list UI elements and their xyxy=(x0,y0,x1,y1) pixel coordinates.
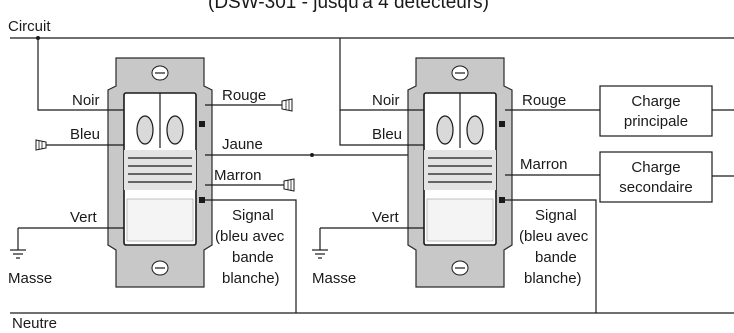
sensor-right-lower-panel xyxy=(426,198,494,242)
left-signal-line-1: Signal xyxy=(232,207,274,224)
sensor-right-button-left xyxy=(436,115,454,145)
load-primary-line-2: principale xyxy=(624,113,688,130)
right-signal-line-4: blanche) xyxy=(524,270,582,287)
right-bleu-label: Bleu xyxy=(372,126,402,143)
ground-icon xyxy=(312,249,328,259)
wire-nut-icon xyxy=(281,98,293,112)
ground-icon xyxy=(10,249,26,259)
sensor-right-terminal-bottom xyxy=(499,197,505,203)
sensor-left-button-right xyxy=(166,115,184,145)
right-signal-line-2: (bleu avec xyxy=(519,228,589,245)
left-ground-label: Masse xyxy=(8,270,52,287)
right-marron-label: Marron xyxy=(520,156,568,173)
wire-nut-icon xyxy=(283,178,295,192)
right-noir-label: Noir xyxy=(372,92,400,109)
load-primary-line-1: Charge xyxy=(631,93,680,110)
neutral-label: Neutre xyxy=(12,315,57,328)
sensor-left xyxy=(107,57,213,288)
sensor-left-button-left xyxy=(136,115,154,145)
left-signal-line-3: bande xyxy=(232,249,274,266)
sensor-left-terminal-bottom xyxy=(199,197,205,203)
sensor-left-lens-band xyxy=(124,150,196,190)
left-signal-line-4: blanche) xyxy=(222,270,280,287)
diagram-subtitle: (DSW-301 - jusqu'à 4 détecteurs) xyxy=(208,0,489,13)
left-marron-label: Marron xyxy=(214,167,262,184)
circuit-label: Circuit xyxy=(8,18,51,35)
right-bleu-wire xyxy=(339,110,424,146)
right-rouge-label: Rouge xyxy=(522,92,566,109)
sensor-right-terminal-top xyxy=(499,121,505,127)
left-noir-label: Noir xyxy=(72,92,100,109)
left-jaune-label: Jaune xyxy=(222,136,263,153)
right-signal-line-1: Signal xyxy=(535,207,577,224)
sensor-right-lens-band xyxy=(424,150,496,190)
sensor-right xyxy=(407,57,513,288)
left-bleu-label: Bleu xyxy=(70,126,100,143)
right-signal-line-3: bande xyxy=(535,249,577,266)
right-ground-label: Masse xyxy=(312,270,356,287)
right-signal-wire xyxy=(505,199,597,313)
left-rouge-label: Rouge xyxy=(222,87,266,104)
sensor-left-terminal-top xyxy=(199,121,205,127)
jaune-junction-dot xyxy=(310,153,314,157)
load-secondary-box xyxy=(599,151,713,203)
left-signal-line-2: (bleu avec xyxy=(215,228,285,245)
left-signal-wire xyxy=(205,199,297,313)
left-noir-wire xyxy=(37,38,124,111)
load-secondary-line-2: secondaire xyxy=(619,179,692,196)
sensor-right-button-right xyxy=(466,115,484,145)
sensor-left-lower-panel xyxy=(126,198,194,242)
left-vert-label: Vert xyxy=(70,209,98,226)
load-primary-box xyxy=(599,85,713,137)
load-secondary-line-1: Charge xyxy=(631,159,680,176)
wire-nut-icon xyxy=(35,139,47,151)
right-vert-label: Vert xyxy=(372,209,400,226)
